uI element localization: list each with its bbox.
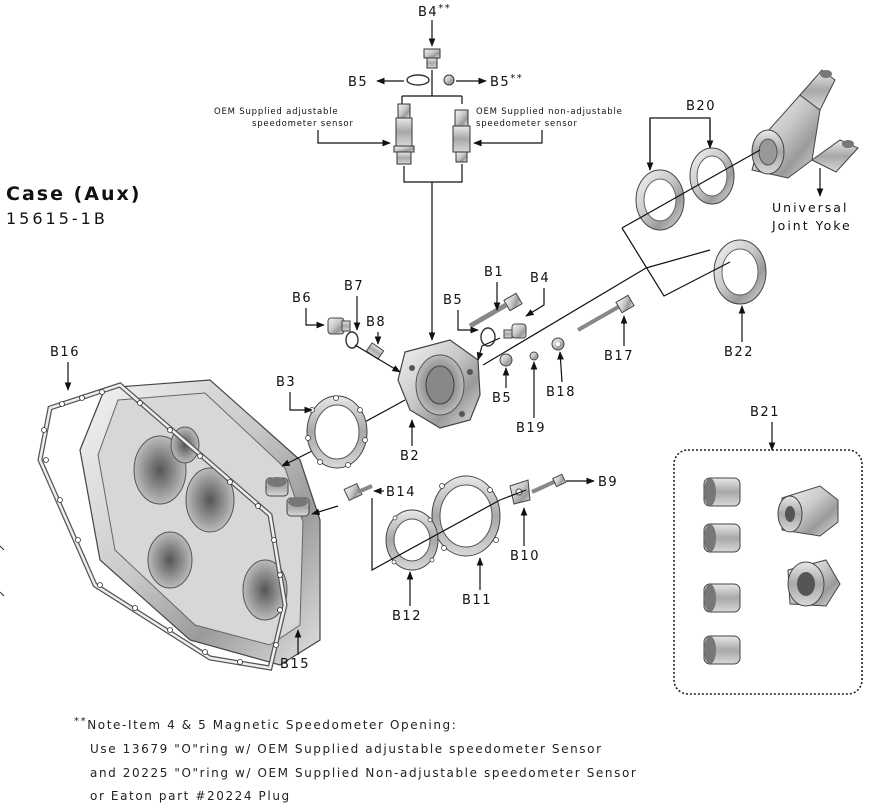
non-adjustable-sensor-label-line1: OEM Supplied non-adjustable (476, 107, 623, 117)
callout-b19: B19 (516, 421, 546, 436)
callout-b9: B9 (598, 475, 618, 490)
cover-gasket-b3 (305, 395, 368, 469)
o-ring-b5-right (443, 74, 455, 86)
sleeve-1 (703, 477, 741, 507)
washer-b5-low (499, 353, 513, 367)
callout-b16: B16 (50, 345, 80, 360)
callout-b5-mid: B5 (443, 293, 463, 308)
callout-b10: B10 (510, 549, 540, 564)
plug-b6 (327, 317, 351, 335)
speedometer-plug-b4 (423, 48, 441, 69)
callout-b20: B20 (686, 99, 716, 114)
edge-tick (0, 591, 5, 597)
callout-b17: B17 (604, 349, 634, 364)
bearing-b20-inner (689, 147, 735, 205)
callout-b21: B21 (750, 405, 780, 420)
callout-b6: B6 (292, 291, 312, 306)
note-line-1: **Note-Item 4 & 5 Magnetic Speedometer O… (74, 716, 458, 732)
callout-b5-left: B5 (348, 75, 368, 90)
callout-b22: B22 (724, 345, 754, 360)
note-line-2: Use 13679 "O"ring w/ OEM Supplied adjust… (90, 742, 603, 756)
case-gasket-b16 (37, 382, 288, 671)
adjustable-speedometer-sensor (393, 103, 415, 165)
non-adjustable-speedometer-sensor (452, 109, 471, 163)
diagram-title: Case (Aux) (6, 183, 141, 205)
callout-b4: B4 (530, 271, 550, 286)
callout-b14: B14 (386, 485, 416, 500)
yoke-label-line1: Universal (772, 200, 848, 215)
universal-joint-yoke (751, 69, 859, 179)
callout-b8: B8 (366, 315, 386, 330)
o-ring-b5-left (406, 74, 430, 86)
o-ring-b5-mid (480, 327, 496, 347)
gasket-b11 (431, 475, 501, 557)
auxiliary-case-b15 (79, 379, 321, 666)
splined-adapter (777, 485, 839, 537)
edge-tick (0, 545, 5, 551)
part-number: 15615-1B (6, 209, 108, 228)
note-line-3: and 20225 "O"ring w/ OEM Supplied Non-ad… (90, 766, 638, 780)
bolt-b9 (531, 473, 567, 494)
bearing-cover-b2 (397, 339, 481, 429)
callout-b11: B11 (462, 593, 492, 608)
bearing-b20-outer (635, 169, 685, 231)
callout-b2: B2 (400, 449, 420, 464)
o-ring-b7 (345, 331, 359, 349)
adjustable-sensor-label-line1: OEM Supplied adjustable (214, 107, 338, 117)
sleeve-4 (703, 635, 741, 665)
washer-b18 (551, 337, 565, 351)
note-line-4: or Eaton part #20224 Plug (90, 789, 291, 803)
callout-b3: B3 (276, 375, 296, 390)
yoke-label-line2: Joint Yoke (771, 218, 852, 233)
adjustable-sensor-label-line2: speedometer sensor (252, 119, 354, 129)
callout-b15: B15 (280, 657, 310, 672)
callout-b18: B18 (546, 385, 576, 400)
callout-b5-low: B5 (492, 391, 512, 406)
sleeve-3 (703, 583, 741, 613)
callout-b7: B7 (344, 279, 364, 294)
callout-b1: B1 (484, 265, 504, 280)
gasket-b12 (385, 509, 439, 571)
tapered-adapter (787, 559, 841, 607)
bolt-b1 (468, 292, 523, 329)
nut-b19 (529, 351, 539, 361)
speedometer-plug-b4-lower (503, 323, 527, 339)
bolt-b14 (343, 482, 373, 502)
sleeve-2 (703, 523, 741, 553)
kit-box-b21 (673, 449, 863, 695)
non-adjustable-sensor-label-line2: speedometer sensor (476, 119, 578, 129)
callout-b4-top: B4** (418, 3, 451, 20)
spacer-ring-b22 (713, 239, 767, 305)
callout-b12: B12 (392, 609, 422, 624)
bolt-b17 (577, 294, 635, 332)
callout-b5-right: B5** (490, 73, 523, 90)
